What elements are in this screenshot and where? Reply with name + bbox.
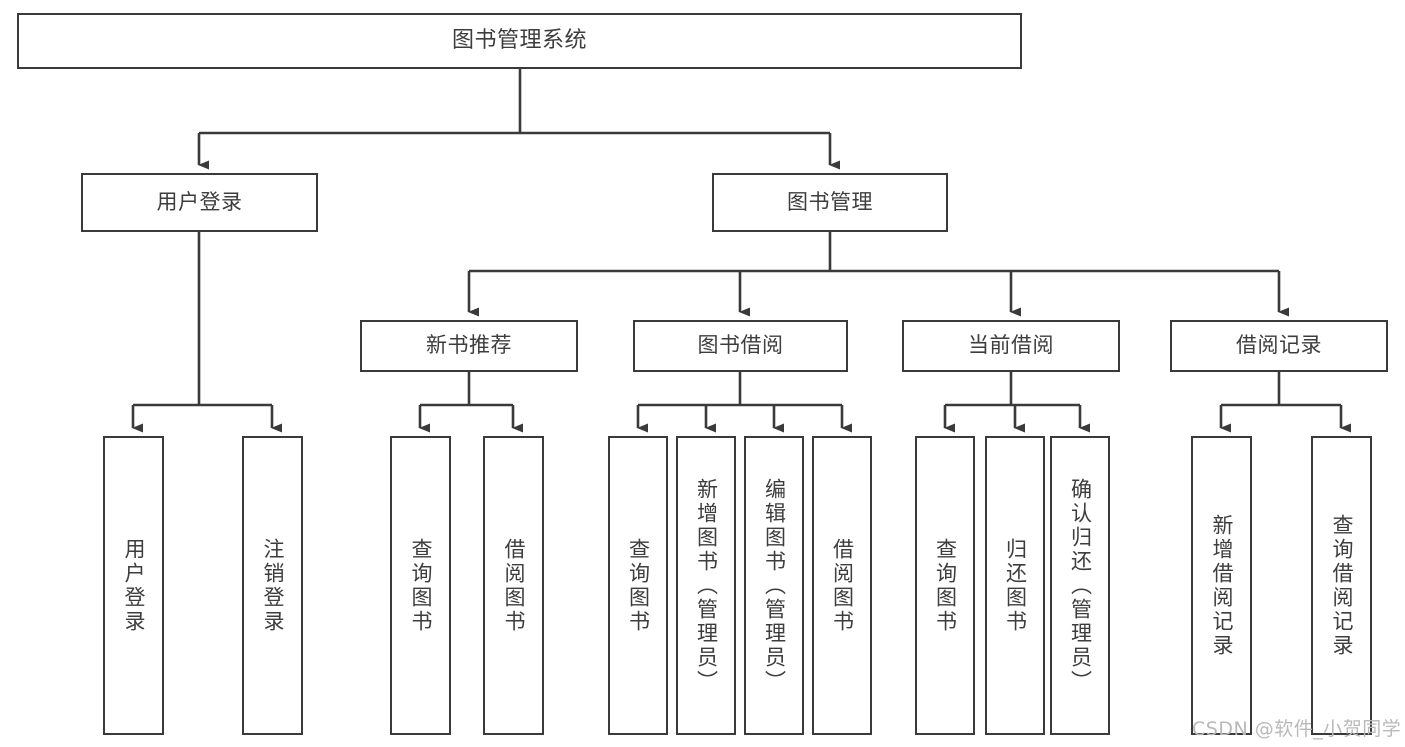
node-leaf-query-book-cb-label: 查询图书 (933, 537, 958, 634)
node-leaf-user-logout[interactable]: 注销登录 (242, 436, 303, 735)
node-leaf-confirm-return[interactable]: 确认归还（管理员） (1050, 436, 1110, 735)
edge-book-borrow-to-leaves (636, 372, 852, 433)
node-leaf-query-record-label: 查询借阅记录 (1330, 513, 1354, 658)
node-leaf-borrow-book-bb-label: 借阅图书 (830, 537, 855, 634)
node-leaf-query-book-bb-label: 查询图书 (626, 537, 651, 634)
node-book-borrow[interactable]: 图书借阅 (633, 320, 848, 372)
node-leaf-return-book-label: 归还图书 (1003, 537, 1028, 634)
node-leaf-add-record-label: 新增借阅记录 (1210, 513, 1234, 658)
node-leaf-edit-book[interactable]: 编辑图书（管理员） (744, 436, 804, 735)
edge-borrow-record-to-leaves (1219, 372, 1351, 433)
edge-root-to-level1 (197, 69, 840, 170)
node-current-borrow-label: 当前借阅 (968, 333, 1054, 358)
node-leaf-query-book-bb[interactable]: 查询图书 (608, 436, 668, 735)
node-new-book-rec-label: 新书推荐 (426, 333, 512, 358)
node-leaf-confirm-return-label: 确认归还（管理员） (1068, 477, 1093, 694)
node-leaf-edit-book-label: 编辑图书（管理员） (762, 477, 787, 694)
node-leaf-query-record[interactable]: 查询借阅记录 (1311, 436, 1372, 735)
node-borrow-record-label: 借阅记录 (1236, 333, 1322, 358)
node-new-book-rec[interactable]: 新书推荐 (360, 320, 578, 372)
node-leaf-add-book[interactable]: 新增图书（管理员） (676, 436, 736, 735)
node-book-manage-label: 图书管理 (787, 189, 873, 214)
node-leaf-query-book-rec[interactable]: 查询图书 (390, 436, 451, 735)
edge-user-login-to-leaves (131, 232, 282, 433)
node-leaf-borrow-book-rec[interactable]: 借阅图书 (483, 436, 544, 735)
edge-current-borrow-to-leaves (943, 372, 1090, 433)
node-book-manage[interactable]: 图书管理 (712, 173, 948, 232)
node-leaf-query-book-cb[interactable]: 查询图书 (915, 436, 975, 735)
node-leaf-user-login-label: 用户登录 (122, 537, 146, 634)
node-leaf-return-book[interactable]: 归还图书 (985, 436, 1045, 735)
node-leaf-query-book-rec-label: 查询图书 (409, 537, 433, 634)
node-leaf-user-logout-label: 注销登录 (261, 537, 285, 634)
node-borrow-record[interactable]: 借阅记录 (1170, 320, 1388, 372)
node-book-borrow-label: 图书借阅 (697, 333, 784, 358)
node-leaf-borrow-book-rec-label: 借阅图书 (502, 537, 526, 634)
node-user-login[interactable]: 用户登录 (81, 173, 318, 232)
node-user-login-label: 用户登录 (156, 189, 243, 214)
node-root-label: 图书管理系统 (451, 28, 587, 54)
edge-new-book-rec-to-leaves (418, 372, 523, 433)
node-current-borrow[interactable]: 当前借阅 (902, 320, 1120, 372)
node-root[interactable]: 图书管理系统 (17, 13, 1022, 69)
node-leaf-add-book-label: 新增图书（管理员） (694, 477, 719, 694)
node-leaf-add-record[interactable]: 新增借阅记录 (1191, 436, 1252, 735)
edge-book-manage-to-level2 (467, 232, 1289, 317)
node-leaf-user-login[interactable]: 用户登录 (103, 436, 164, 735)
node-leaf-borrow-book-bb[interactable]: 借阅图书 (812, 436, 872, 735)
